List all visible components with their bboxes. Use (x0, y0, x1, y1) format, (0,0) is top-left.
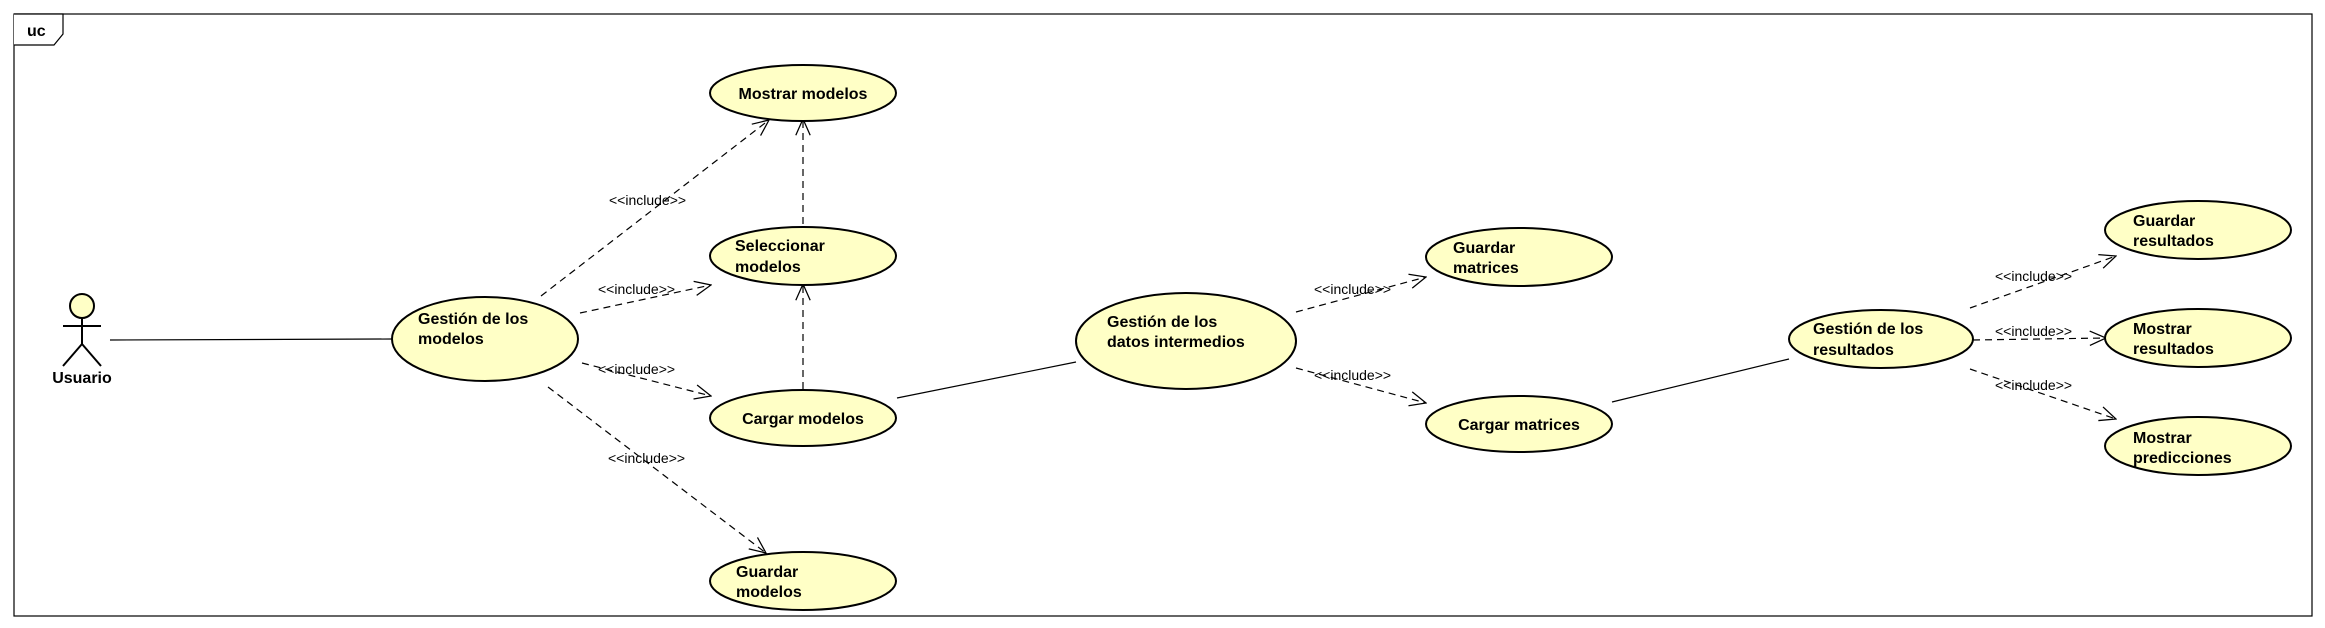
include-label: <<include>> (598, 281, 675, 297)
svg-text:predicciones: predicciones (2133, 450, 2232, 467)
use-case-label: Cargar matrices (1458, 417, 1580, 434)
include-datos-cargar-matrices (1295, 367, 1426, 403)
use-case-mostrar-modelos[interactable]: Mostrar modelos (709, 64, 897, 122)
use-case-label-line-2: modelos (735, 259, 801, 276)
include-gestion-guardar-modelos (547, 386, 766, 553)
svg-text:Guardar: Guardar (736, 564, 798, 581)
use-case-cargar-modelos[interactable]: Cargar modelos (709, 389, 897, 447)
use-case-label-line-1: Gestión de los (1813, 321, 1923, 338)
svg-text:Gestión de los: Gestión de los (1813, 321, 1923, 338)
associations (109, 338, 1790, 403)
use-case-label-line-1: Gestión de los (418, 311, 528, 328)
svg-text:resultados: resultados (2133, 233, 2214, 250)
svg-text:modelos: modelos (418, 331, 484, 348)
use-case-label-line-2: datos intermedios (1107, 334, 1245, 351)
svg-text:Guardar: Guardar (1453, 240, 1515, 257)
svg-text:Gestión de los: Gestión de los (418, 311, 528, 328)
svg-text:datos intermedios: datos intermedios (1107, 334, 1245, 351)
use-case-label-line-2: resultados (2133, 341, 2214, 358)
include-label: <<include>> (1995, 323, 2072, 339)
use-case-label-line-1: Guardar (2133, 213, 2195, 230)
include-resultados-guardar-resultados (1969, 256, 2116, 309)
svg-text:Mostrar modelos: Mostrar modelos (739, 86, 868, 103)
include-label: <<include>> (1995, 377, 2072, 393)
association-cargar-modelos-gestion-datos (896, 361, 1077, 399)
diagram-frame: uc (13, 13, 2313, 617)
svg-text:Gestión de los: Gestión de los (1107, 314, 1217, 331)
use-case-gestion-datos-intermedios[interactable]: Gestión de los datos intermedios (1075, 292, 1297, 390)
use-case-label: Cargar modelos (742, 411, 864, 428)
include-resultados-mostrar-predicciones (1969, 368, 2116, 419)
include-resultados-mostrar-resultados (1972, 338, 2106, 340)
include-datos-guardar-matrices (1295, 277, 1426, 313)
svg-text:Mostrar: Mostrar (2133, 321, 2192, 338)
association-cargar-matrices-gestion-resultados (1611, 358, 1790, 403)
svg-text:Guardar: Guardar (2133, 213, 2195, 230)
use-case-label-line-1: Guardar (1453, 240, 1515, 257)
use-case-mostrar-predicciones[interactable]: Mostrar predicciones (2104, 416, 2292, 476)
include-label: <<include>> (608, 450, 685, 466)
use-case-label-line-2: matrices (1453, 260, 1519, 277)
use-case-guardar-modelos[interactable]: Guardar modelos (709, 551, 897, 611)
svg-text:Cargar modelos: Cargar modelos (742, 411, 864, 428)
svg-text:matrices: matrices (1453, 260, 1519, 277)
use-case-label-line-2: modelos (736, 584, 802, 601)
association-usuario-gestion-modelos (109, 338, 393, 341)
include-relations (540, 119, 2116, 553)
use-case-gestion-resultados[interactable]: Gestión de los resultados (1788, 309, 1974, 369)
use-case-label-line-2: resultados (1813, 342, 1894, 359)
actor-usuario[interactable]: Usuario (52, 293, 112, 387)
include-gestion-seleccionar-modelos (579, 285, 711, 314)
frame-label: uc (27, 23, 46, 40)
use-case-guardar-matrices[interactable]: Guardar matrices (1425, 227, 1613, 287)
use-case-cargar-matrices[interactable]: Cargar matrices (1425, 395, 1613, 453)
svg-text:resultados: resultados (2133, 341, 2214, 358)
include-label: <<include>> (1995, 268, 2072, 284)
include-gestion-cargar-modelos (581, 362, 711, 396)
use-case-gestion-modelos[interactable]: Gestión de los modelos (391, 296, 579, 382)
use-case-guardar-resultados[interactable]: Guardar resultados (2104, 200, 2292, 260)
include-label: <<include>> (1314, 367, 1391, 383)
svg-text:Seleccionar: Seleccionar (735, 238, 825, 255)
include-gestion-mostrar-modelos (540, 120, 769, 297)
include-label: <<include>> (1314, 281, 1391, 297)
include-label: <<include>> (609, 192, 686, 208)
use-case-label: Mostrar modelos (739, 86, 868, 103)
use-case-label-line-2: predicciones (2133, 450, 2232, 467)
svg-text:modelos: modelos (735, 259, 801, 276)
use-case-label-line-1: Seleccionar (735, 238, 825, 255)
actor-name: Usuario (52, 370, 112, 387)
use-case-label-line-1: Guardar (736, 564, 798, 581)
use-case-label-line-1: Mostrar (2133, 321, 2192, 338)
include-labels: <<include>> <<include>> <<include>> <<in… (598, 192, 2072, 466)
use-case-label-line-1: Gestión de los (1107, 314, 1217, 331)
use-case-label-line-1: Mostrar (2133, 430, 2192, 447)
use-case-label-line-2: resultados (2133, 233, 2214, 250)
svg-text:Cargar matrices: Cargar matrices (1458, 417, 1580, 434)
use-case-seleccionar-modelos[interactable]: Seleccionar modelos (709, 226, 897, 286)
svg-text:modelos: modelos (736, 584, 802, 601)
include-label: <<include>> (598, 361, 675, 377)
svg-text:Mostrar: Mostrar (2133, 430, 2192, 447)
use-case-mostrar-resultados[interactable]: Mostrar resultados (2104, 308, 2292, 368)
use-case-label-line-2: modelos (418, 331, 484, 348)
svg-text:resultados: resultados (1813, 342, 1894, 359)
